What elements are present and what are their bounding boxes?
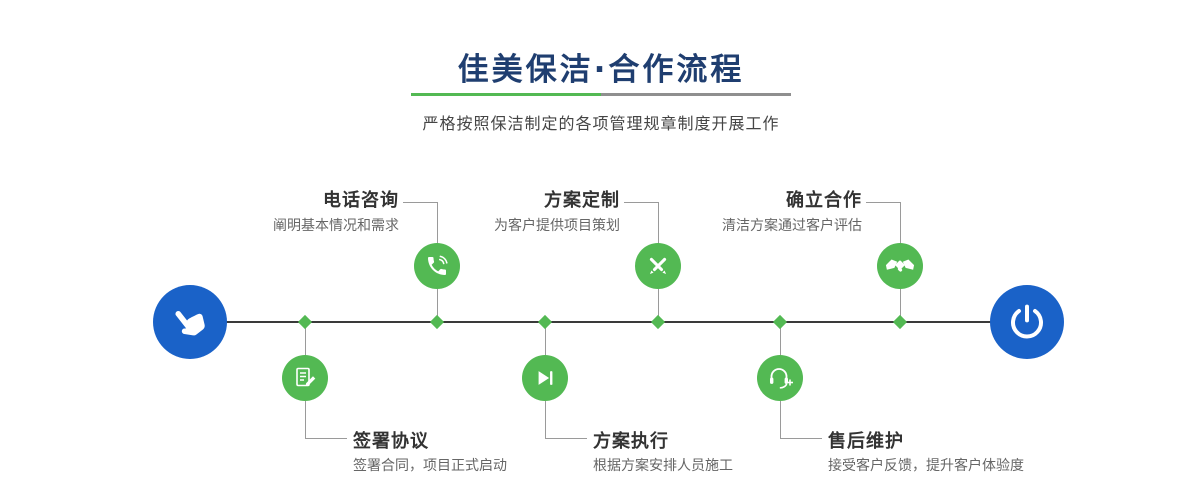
handshake-icon	[885, 259, 915, 272]
step-desc: 阐明基本情况和需求	[273, 218, 399, 234]
flow-step-aftersales: 售后维护 接受客户反馈，提升客户体验度	[757, 327, 1187, 487]
design-tools-icon	[649, 257, 667, 275]
step-node	[757, 355, 803, 401]
step-title: 签署协议	[353, 431, 429, 452]
flow-step-establish-cooperation: 确立合作 清洁方案通过客户评估	[642, 186, 923, 332]
divider-green-segment	[411, 93, 601, 96]
connector-line	[658, 289, 659, 318]
step-title: 确立合作	[786, 190, 862, 211]
step-title: 方案执行	[593, 431, 669, 452]
step-title: 方案定制	[544, 190, 620, 211]
connector-line	[780, 438, 822, 439]
connector-line	[403, 202, 438, 203]
page-subtitle: 严格按照保洁制定的各项管理规章制度开展工作	[422, 114, 780, 133]
connector-line	[437, 202, 438, 244]
connector-line	[305, 327, 306, 355]
page-title: 佳美保洁·合作流程	[457, 52, 745, 88]
contract-icon	[296, 367, 316, 387]
power-icon	[1011, 304, 1043, 339]
connector-line	[305, 438, 347, 439]
play-icon	[538, 371, 553, 385]
connector-line	[437, 289, 438, 318]
connector-line	[866, 202, 901, 203]
connector-line	[545, 327, 546, 355]
step-node	[635, 243, 681, 289]
connector-line	[780, 401, 781, 439]
hand-point-icon	[175, 311, 205, 336]
flow-step-phone-consult: 电话咨询 阐明基本情况和需求	[179, 186, 460, 332]
step-node	[414, 243, 460, 289]
connector-line	[624, 202, 659, 203]
flow-step-plan-customize: 方案定制 为客户提供项目策划	[400, 186, 681, 332]
divider-gray-segment	[601, 93, 791, 96]
step-node	[522, 355, 568, 401]
connector-line	[658, 202, 659, 244]
timeline-start-node	[153, 285, 227, 359]
phone-icon	[428, 255, 448, 275]
connector-line	[780, 327, 781, 355]
step-title: 售后维护	[828, 431, 904, 452]
flow-step-plan-execute: 方案执行 根据方案安排人员施工	[522, 327, 952, 487]
connector-line	[305, 401, 306, 439]
step-desc: 清洁方案通过客户评估	[722, 218, 862, 234]
step-desc: 接受客户反馈，提升客户体验度	[828, 458, 1024, 474]
connector-line	[900, 289, 901, 318]
step-title: 电话咨询	[323, 190, 399, 211]
timeline-end-node	[990, 285, 1064, 359]
flow-step-sign-agreement: 签署协议 签署合同，项目正式启动	[282, 327, 712, 487]
step-node	[877, 243, 923, 289]
connector-line	[545, 401, 546, 439]
connector-line	[900, 202, 901, 244]
timeline-line	[190, 321, 1027, 323]
step-node	[282, 355, 328, 401]
step-desc: 签署合同，项目正式启动	[353, 458, 507, 474]
headset-icon	[770, 368, 793, 389]
step-desc: 为客户提供项目策划	[494, 218, 620, 234]
title-divider	[411, 93, 791, 96]
connector-line	[545, 438, 587, 439]
step-desc: 根据方案安排人员施工	[593, 458, 733, 474]
